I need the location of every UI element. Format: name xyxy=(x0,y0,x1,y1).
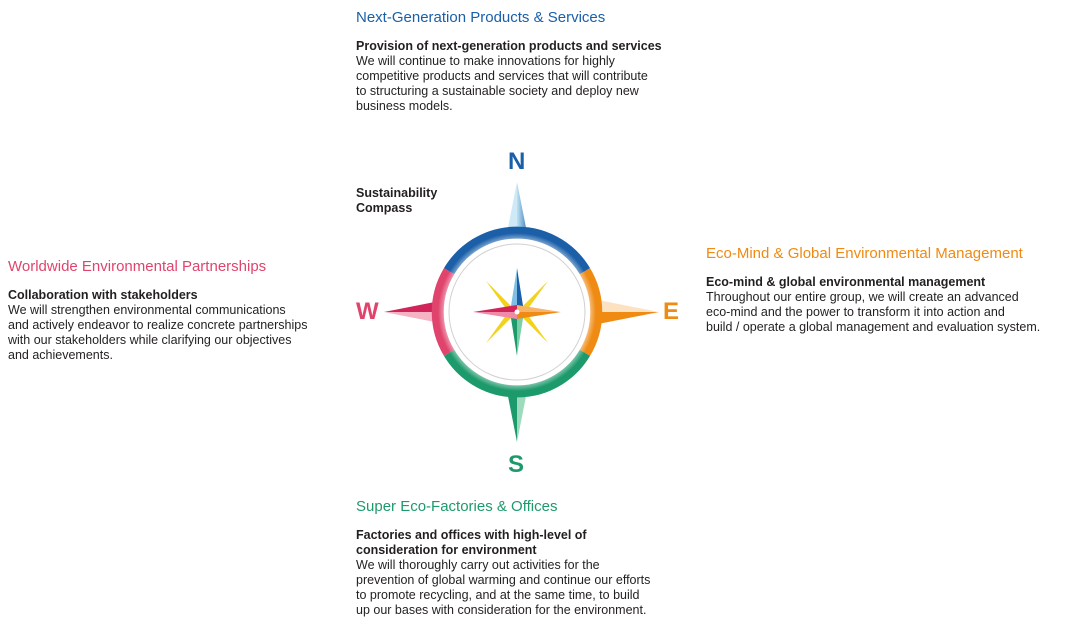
south-subheading-line: Factories and offices with high-level of xyxy=(356,528,587,542)
south-body: We will thoroughly carry out activities … xyxy=(356,558,686,618)
west-body-line: We will strengthen environmental communi… xyxy=(8,303,286,317)
east-body-line: build / operate a global management and … xyxy=(706,320,1041,334)
north-body-line: competitive products and services that w… xyxy=(356,69,648,83)
inner-star xyxy=(473,268,561,356)
north-subheading: Provision of next-generation products an… xyxy=(356,39,662,53)
west-body-line: and actively endeavor to realize concret… xyxy=(8,318,308,332)
north-body-line: to structuring a sustainable society and… xyxy=(356,84,639,98)
south-body-line: to promote recycling, and at the same ti… xyxy=(356,588,640,602)
north-body-line: business models. xyxy=(356,99,453,113)
west-heading: Worldwide Environmental Partnerships xyxy=(8,258,267,275)
west-subheading: Collaboration with stakeholders xyxy=(8,288,198,302)
south-body-line: up our bases with consideration for the … xyxy=(356,603,647,617)
west-body: We will strengthen environmental communi… xyxy=(8,303,338,363)
compass-letter-w: W xyxy=(356,298,379,325)
compass-label-line: Compass xyxy=(356,201,413,215)
compass-letter-s: S xyxy=(508,451,525,478)
south-subheading-line: consideration for environment xyxy=(356,543,537,557)
east-body-line: Throughout our entire group, we will cre… xyxy=(706,290,1019,304)
east-heading: Eco-Mind & Global Environmental Manageme… xyxy=(706,245,1023,262)
west-section: Worldwide Environmental Partnerships Col… xyxy=(8,258,338,363)
east-subheading: Eco-mind & global environmental manageme… xyxy=(706,275,986,289)
west-body-line: and achievements. xyxy=(8,348,113,362)
compass-label-line: Sustainability xyxy=(356,186,438,200)
east-body-line: eco-mind and the power to transform it i… xyxy=(706,305,1005,319)
west-body-line: with our stakeholders while clarifying o… xyxy=(8,333,292,347)
east-section: Eco-Mind & Global Environmental Manageme… xyxy=(706,245,1066,335)
south-body-line: We will thoroughly carry out activities … xyxy=(356,558,600,572)
north-heading: Next-Generation Products & Services xyxy=(356,9,606,26)
north-body-line: We will continue to make innovations for… xyxy=(356,54,615,68)
compass-label: Sustainability Compass xyxy=(356,186,437,216)
needle-east xyxy=(588,298,659,326)
south-heading: Super Eco-Factories & Offices xyxy=(356,498,558,515)
compass-letter-n: N xyxy=(508,148,526,175)
south-subheading: Factories and offices with high-level of… xyxy=(356,528,686,558)
south-body-line: prevention of global warming and continu… xyxy=(356,573,651,587)
east-body: Throughout our entire group, we will cre… xyxy=(706,290,1066,335)
north-section: Next-Generation Products & Services Prov… xyxy=(356,9,686,114)
compass-ring xyxy=(431,226,603,398)
south-section: Super Eco-Factories & Offices Factories … xyxy=(356,498,686,618)
north-body: We will continue to make innovations for… xyxy=(356,54,686,114)
compass-letter-e: E xyxy=(663,298,680,325)
